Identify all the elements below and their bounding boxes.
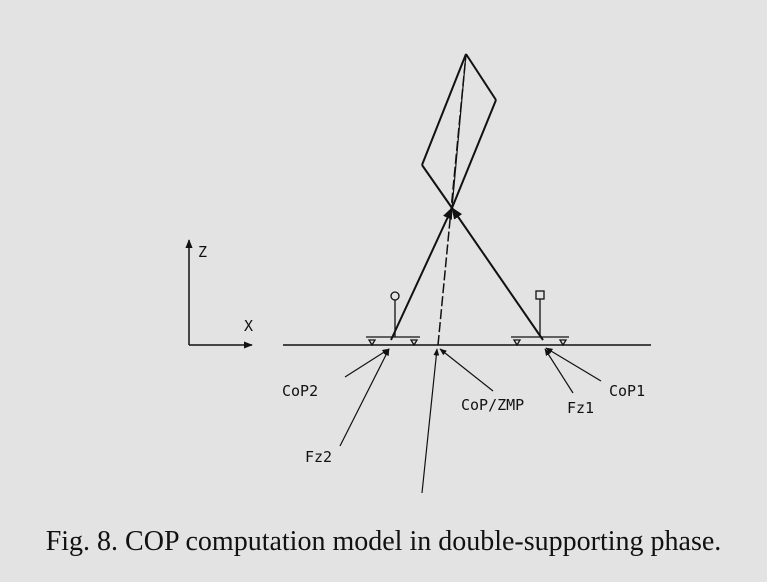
force-vector-left	[390, 206, 453, 341]
label-cop-zmp: CoP/ZMP	[461, 396, 524, 414]
leader-cop2	[344, 348, 390, 378]
leader-cop1	[545, 347, 602, 382]
x-axis-label: X	[244, 317, 253, 335]
label-fz1: Fz1	[567, 399, 594, 417]
parallelogram-side-right	[465, 53, 497, 101]
force-vector-left-transferred	[451, 99, 497, 209]
label-cop2: CoP2	[282, 382, 318, 400]
parallelogram-side-left	[421, 53, 467, 166]
right-pin-square	[535, 290, 545, 300]
figure-caption: Fig. 8. COP computation model in double-…	[45, 526, 722, 557]
force-vectors	[390, 53, 544, 341]
z-axis-label: Z	[198, 243, 207, 261]
resultant-force-diagonal	[451, 53, 467, 209]
leader-fz2	[339, 348, 390, 447]
leader-lines	[339, 347, 602, 494]
force-vector-right	[451, 207, 544, 341]
force-vector-right-transferred	[421, 164, 453, 209]
label-cop1: CoP1	[609, 382, 645, 400]
leader-zmp-vertical	[421, 348, 440, 494]
coordinate-frame	[185, 239, 253, 349]
leader-cop-zmp	[439, 348, 494, 392]
label-fz2: Fz2	[305, 448, 332, 466]
left-pin-circle	[390, 291, 400, 301]
leader-fz1	[544, 348, 574, 394]
